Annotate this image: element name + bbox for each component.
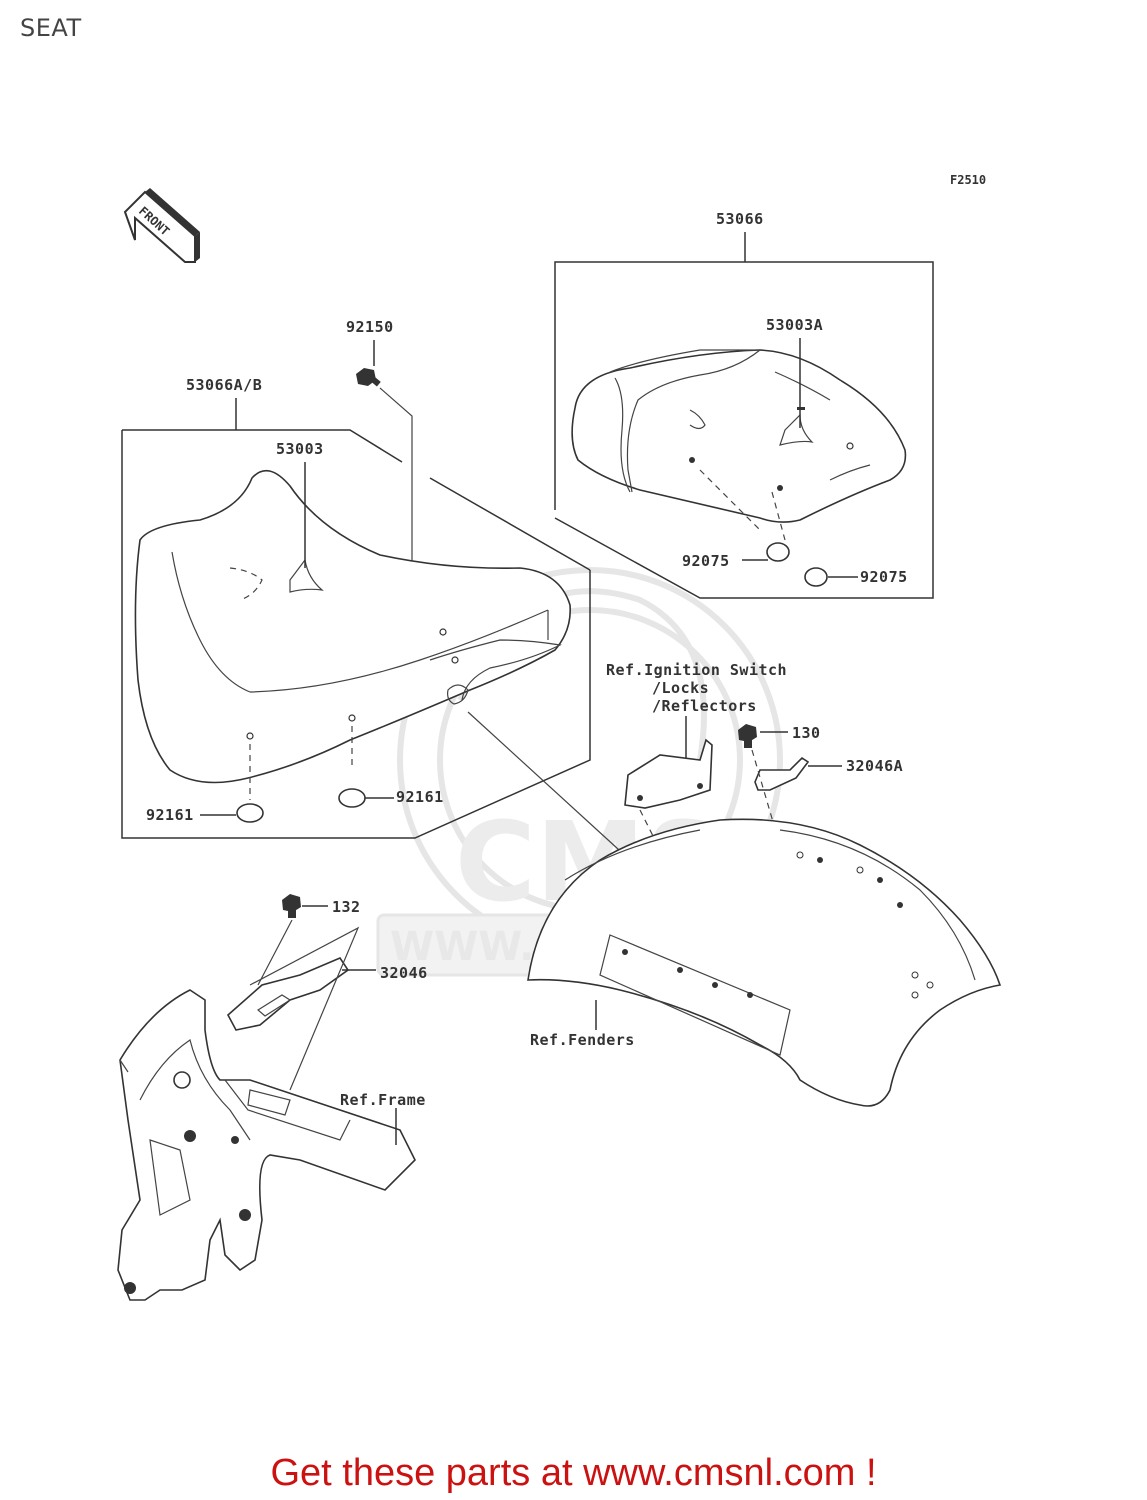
label-92075-left: 92075 [682, 552, 730, 570]
damper-icon [338, 788, 366, 808]
label-92075-right: 92075 [860, 568, 908, 586]
label-ref-locks: /Locks [652, 679, 709, 697]
damper-icon [804, 567, 828, 587]
label-ref-fenders: Ref.Fenders [530, 1031, 635, 1049]
bolt-icon [738, 724, 757, 748]
front-arrow-icon: FRONT [123, 188, 200, 263]
label-92161-left: 92161 [146, 806, 194, 824]
label-32046A: 32046A [846, 757, 903, 775]
ignition-bracket-group: Ref.Ignition Switch /Locks /Reflectors [606, 661, 787, 851]
label-53003A: 53003A [766, 316, 823, 334]
bolt-130-group: 130 32046A [738, 724, 903, 881]
damper-icon [766, 542, 790, 562]
parts-diagram: CMS WWW.CMSNL.COM F2510 FRONT 53066 5300… [117, 173, 1002, 1301]
label-53066AB: 53066A/B [186, 376, 262, 394]
rear-seat-group: 53066 53003A 92075 92075 [554, 210, 934, 599]
damper-icon [236, 803, 264, 823]
page-title: SEAT [20, 14, 82, 42]
bracket-32046-group: 132 32046 [226, 894, 428, 1091]
label-ref-ignition: Ref.Ignition Switch [606, 661, 787, 679]
figure-code: F2510 [950, 173, 986, 187]
label-132: 132 [332, 898, 361, 916]
label-92161-right: 92161 [396, 788, 444, 806]
label-ref-frame: Ref.Frame [340, 1091, 426, 1109]
label-32046: 32046 [380, 964, 428, 982]
frame: Ref.Frame [117, 989, 426, 1301]
label-92150: 92150 [346, 318, 394, 336]
footer-cta[interactable]: Get these parts at www.cmsnl.com ! [270, 1452, 877, 1494]
label-130: 130 [792, 724, 821, 742]
label-53003: 53003 [276, 440, 324, 458]
bolt-icon [356, 368, 381, 387]
bolt-icon [282, 894, 301, 918]
rear-fender: Ref.Fenders [527, 818, 1002, 1107]
front-seat-group: 53066A/B 53003 92161 92161 [121, 376, 631, 861]
label-53066: 53066 [716, 210, 764, 228]
label-ref-reflectors: /Reflectors [652, 697, 757, 715]
bolt-92150-group: 92150 [346, 318, 463, 691]
